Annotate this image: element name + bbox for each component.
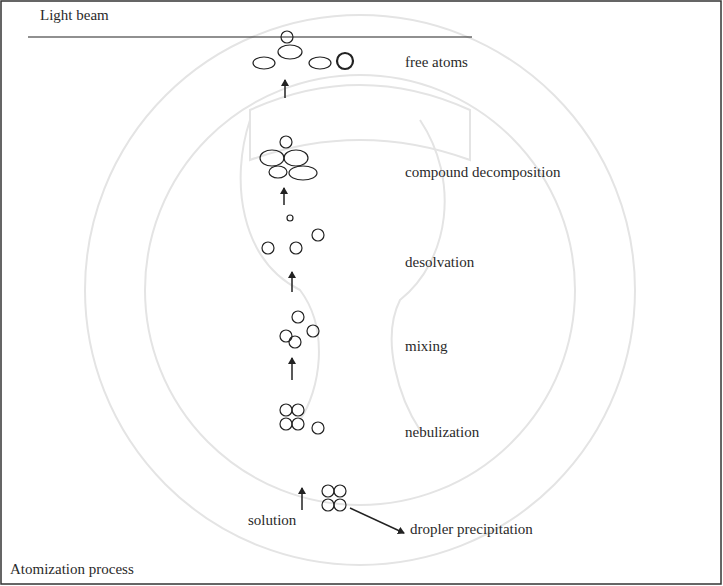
process-label: dropler precipitation [410, 520, 533, 538]
process-label: compound decomposition [405, 163, 560, 181]
figure-caption: Atomization process [10, 560, 134, 578]
light-beam-line [28, 36, 472, 37]
process-label: desolvation [405, 253, 474, 271]
watermark-seal [85, 15, 635, 565]
process-label: solution [248, 511, 296, 529]
process-label: free atoms [405, 53, 468, 71]
process-label: nebulization [405, 423, 479, 441]
process-label: Light beam [40, 6, 109, 24]
process-label: mixing [405, 337, 448, 355]
